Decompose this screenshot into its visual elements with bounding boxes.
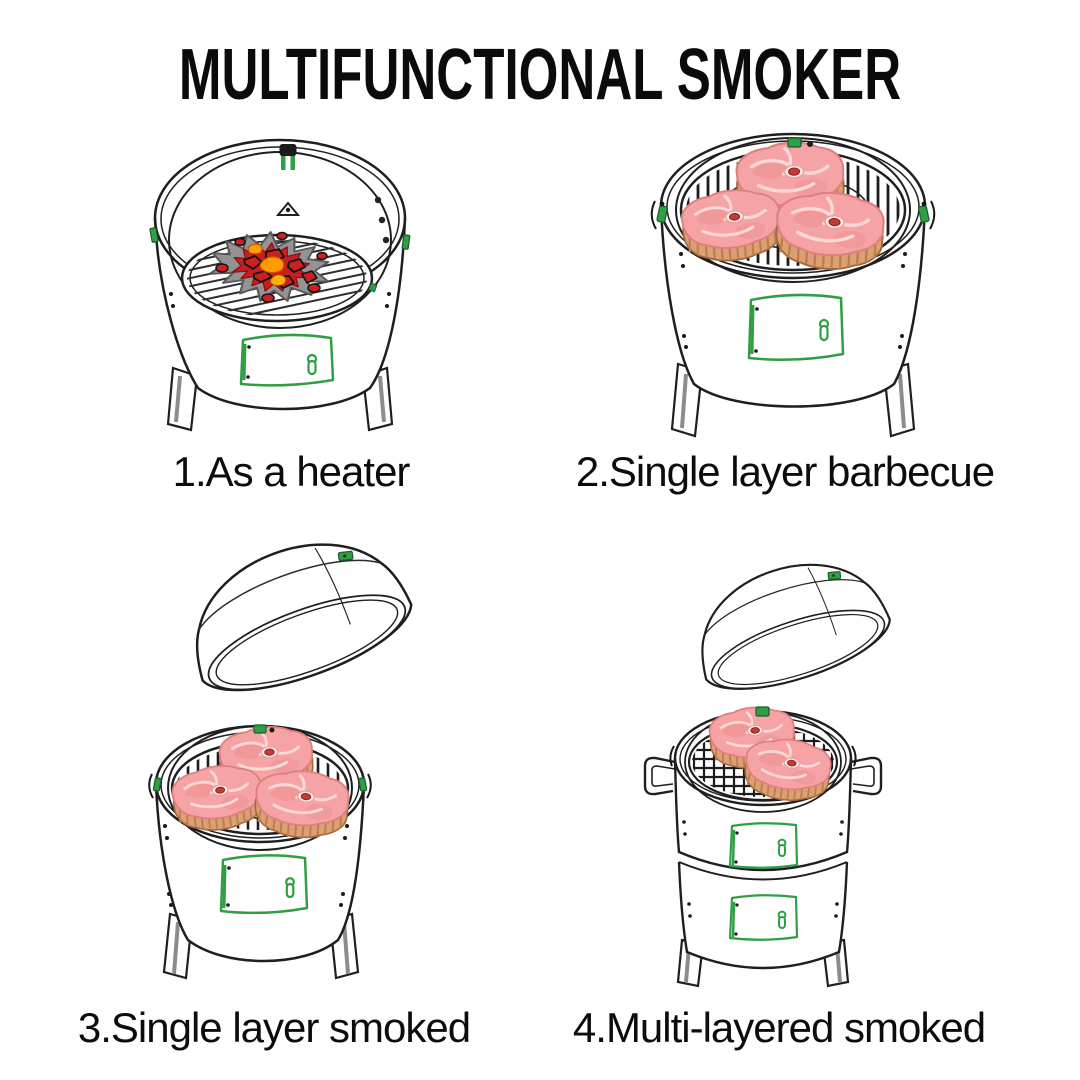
caption-as-heater: 1.As a heater <box>172 448 411 495</box>
handle-bracket <box>275 201 301 216</box>
door-handle <box>306 353 318 376</box>
side-handle-right <box>850 756 883 796</box>
rivets <box>163 824 349 907</box>
rivets <box>679 252 907 349</box>
lid-latch <box>755 706 770 717</box>
rim-clip-right <box>917 200 936 230</box>
caption-multi-layered-smoked: 4.Multi-layered smoked <box>572 1004 986 1051</box>
figure-as-heater <box>140 118 460 443</box>
rivets <box>169 292 391 308</box>
figure-single-layer-smoked <box>128 516 458 991</box>
rivets <box>682 820 844 918</box>
barbecue-illustration <box>650 132 936 438</box>
dome-lid <box>168 516 424 713</box>
lower-door <box>728 894 799 941</box>
figure-single-layer-barbecue <box>618 118 958 443</box>
rim-clip-left <box>148 773 162 799</box>
rim-clip-right <box>358 773 372 799</box>
caption-single-layer-smoked: 3.Single layer smoked <box>77 1004 471 1051</box>
side-handle-left <box>643 756 676 796</box>
page-title: MULTIFUNCTIONAL SMOKER <box>178 35 902 115</box>
ash-door <box>239 333 335 387</box>
door-handle <box>818 318 830 342</box>
lid-latch <box>787 137 813 148</box>
dome-lid <box>679 540 900 708</box>
rim-bolts <box>374 196 390 244</box>
upper-door <box>728 822 799 869</box>
smoked-illustration <box>148 516 424 980</box>
multi-smoked-illustration <box>643 540 900 988</box>
side-clips <box>149 227 411 293</box>
lid-latch <box>279 144 297 170</box>
heater-illustration <box>149 138 411 432</box>
rim-clip-left <box>650 200 669 230</box>
lid-latch <box>253 724 275 734</box>
door-handle <box>285 877 295 899</box>
ash-door <box>747 293 845 362</box>
rim-hooks <box>669 745 857 767</box>
figure-multi-layered-smoked <box>618 516 958 991</box>
caption-single-layer-barbecue: 2.Single layer barbecue <box>575 448 995 495</box>
ash-door <box>219 854 309 915</box>
door-handle <box>777 910 787 929</box>
door-handle <box>777 838 787 857</box>
